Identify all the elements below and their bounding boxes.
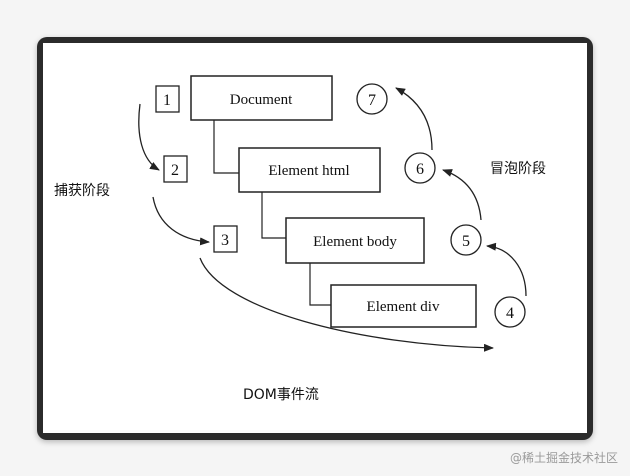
bubble-step-6-label: 6: [416, 161, 424, 178]
bubble-step-6: 6: [404, 152, 436, 184]
bubble-arrow-5-6: [442, 169, 482, 221]
node-element-html: Element html: [238, 147, 381, 193]
node-element-html-label: Element html: [268, 163, 349, 179]
capture-step-1-label: 1: [163, 92, 171, 109]
bubble-step-7: 7: [356, 83, 388, 115]
capture-arrow-1-2: [138, 103, 160, 171]
capture-arrow-2-3: [152, 196, 210, 246]
capture-step-3: 3: [213, 225, 238, 253]
tree-connectors: [213, 120, 331, 306]
capture-arrow-3-target: [199, 257, 494, 352]
bubble-phase-label: 冒泡阶段: [490, 161, 546, 177]
bubble-step-4-label: 4: [506, 305, 514, 322]
capture-step-2-label: 2: [171, 162, 179, 179]
capture-step-3-label: 3: [221, 232, 229, 249]
watermark: @稀土掘金技术社区: [509, 451, 618, 465]
capture-phase-label: 捕获阶段: [54, 183, 110, 199]
node-element-body-label: Element body: [313, 234, 397, 250]
bubble-step-7-label: 7: [368, 92, 376, 109]
bubble-arrows: [395, 87, 527, 297]
node-document-label: Document: [230, 92, 293, 108]
bubble-step-5: 5: [450, 224, 482, 256]
node-element-body: Element body: [285, 217, 425, 264]
diagram-caption: DOM事件流: [243, 387, 319, 403]
node-element-div: Element div: [330, 284, 477, 328]
capture-arrows: [138, 103, 494, 352]
bubble-arrow-6-7: [395, 87, 433, 151]
bubble-arrow-4-5: [486, 242, 527, 297]
bubble-step-4: 4: [494, 296, 526, 328]
node-element-div-label: Element div: [367, 299, 440, 315]
bubble-step-5-label: 5: [462, 233, 470, 250]
node-document: Document: [190, 75, 333, 121]
capture-step-1: 1: [155, 85, 180, 113]
capture-step-2: 2: [163, 155, 188, 183]
